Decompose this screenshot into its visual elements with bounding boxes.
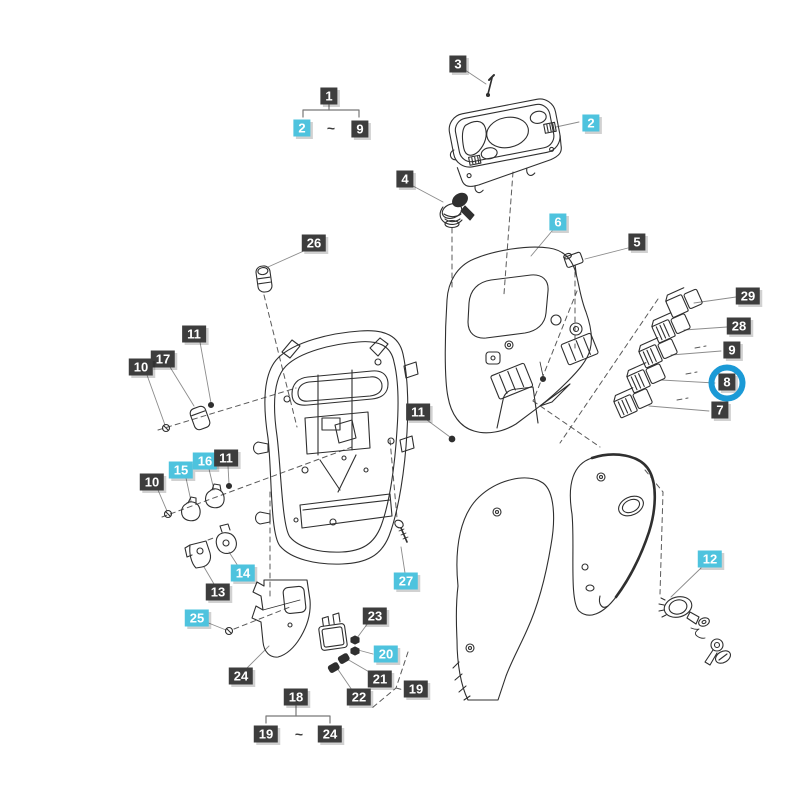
- relay-part-23-drawing: [318, 612, 360, 673]
- part-label-8[interactable]: 8: [718, 373, 736, 391]
- switch-bank-drawing: [613, 287, 703, 419]
- instrument-cluster-drawing: [448, 98, 562, 194]
- part-label-16[interactable]: 16: [192, 452, 218, 470]
- side-panel-front-drawing: [452, 477, 555, 701]
- part-label-2b[interactable]: 2: [582, 114, 600, 132]
- part-label-10b[interactable]: 10: [139, 473, 165, 491]
- part-label-11a[interactable]: 11: [182, 325, 206, 343]
- knob-part-26-drawing: [255, 265, 273, 293]
- part-label-6[interactable]: 6: [549, 213, 567, 231]
- brackets-parts-13-14-drawing: [184, 523, 237, 569]
- part-label-22[interactable]: 22: [346, 688, 372, 706]
- ignition-part-12-drawing: [658, 596, 732, 666]
- screw-part-3-drawing: [485, 74, 495, 98]
- part-label-4[interactable]: 4: [396, 170, 414, 188]
- part-label-9a[interactable]: 9: [351, 120, 369, 138]
- bracket-part-17-drawing: [161, 401, 215, 433]
- part-label-9b[interactable]: 9: [723, 341, 741, 359]
- part-label-19b[interactable]: 19: [253, 725, 279, 743]
- part-label-29[interactable]: 29: [735, 287, 761, 305]
- part-label-13[interactable]: 13: [205, 583, 231, 601]
- part-label-15[interactable]: 15: [168, 461, 194, 479]
- part-label-10a[interactable]: 10: [128, 358, 154, 376]
- bracket-part-24-drawing: [251, 579, 311, 658]
- range-tilde-2: ~: [294, 726, 304, 742]
- range-bracket-1: [302, 104, 360, 118]
- console-part-6-drawing: [444, 246, 599, 434]
- part-label-24a[interactable]: 24: [228, 667, 254, 685]
- part-label-12[interactable]: 12: [697, 550, 723, 568]
- leader-lines: [146, 69, 737, 691]
- part-label-7[interactable]: 7: [711, 401, 729, 419]
- part-label-21[interactable]: 21: [367, 670, 393, 688]
- part-label-28[interactable]: 28: [726, 317, 752, 335]
- part-label-14[interactable]: 14: [230, 564, 256, 582]
- part-label-25[interactable]: 25: [184, 609, 210, 627]
- screw-part-27-drawing: [394, 519, 409, 543]
- part-label-19a[interactable]: 19: [403, 680, 429, 698]
- side-panel-rear-drawing: [569, 453, 657, 616]
- part-label-20[interactable]: 20: [373, 645, 399, 663]
- part-label-11b[interactable]: 11: [406, 403, 430, 421]
- part-label-1[interactable]: 1: [320, 87, 338, 105]
- range-tilde-1: ~: [326, 120, 336, 136]
- part-label-24b[interactable]: 24: [317, 725, 343, 743]
- part-label-18[interactable]: 18: [283, 688, 309, 706]
- leader-dots: [448, 435, 456, 443]
- screw-part-25-drawing: [224, 626, 234, 636]
- part-label-23[interactable]: 23: [362, 607, 388, 625]
- part-label-27[interactable]: 27: [393, 572, 419, 590]
- part-label-5[interactable]: 5: [628, 233, 646, 251]
- part-label-11c[interactable]: 11: [214, 449, 238, 467]
- sensor-part-5-drawing: [563, 251, 584, 275]
- mounts-parts-15-16-drawing: [163, 482, 233, 522]
- seat-frame-drawing: [252, 330, 419, 565]
- key-switch-part-4-drawing: [439, 192, 475, 229]
- part-label-2a[interactable]: 2: [293, 119, 311, 137]
- range-bracket-18: [265, 705, 331, 724]
- part-label-17[interactable]: 17: [150, 350, 176, 368]
- part-label-26[interactable]: 26: [301, 234, 327, 252]
- part-label-3[interactable]: 3: [449, 55, 467, 73]
